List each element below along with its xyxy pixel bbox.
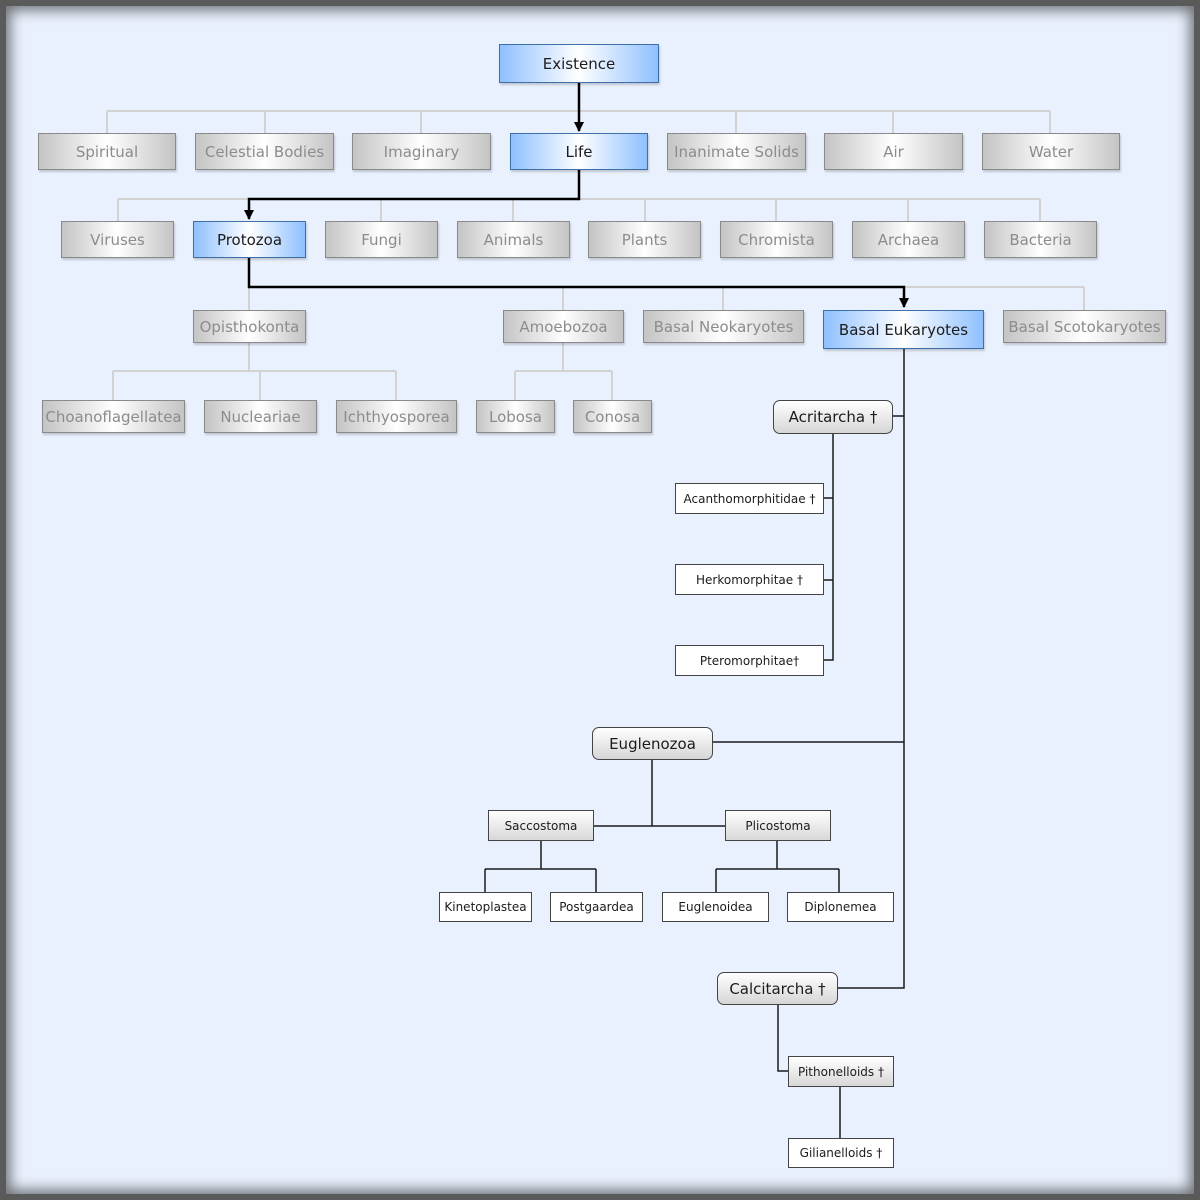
node-conosa[interactable]: Conosa — [573, 400, 652, 433]
node-saccostoma[interactable]: Saccostoma — [488, 810, 594, 841]
connector-calcitarcha-tree — [777, 1005, 841, 1138]
connector-protozoa-row — [248, 286, 1085, 310]
node-nucleariae[interactable]: Nucleariae — [204, 400, 317, 433]
node-pteromorphitae[interactable]: Pteromorphitae† — [675, 645, 824, 676]
node-existence[interactable]: Existence — [499, 44, 659, 83]
node-diplonemea[interactable]: Diplonemea — [787, 892, 894, 922]
arrow-protozoa-basal-eukaryotes — [247, 258, 909, 308]
node-imaginary[interactable]: Imaginary — [352, 133, 491, 170]
connector-amoebozoa-row — [514, 343, 613, 400]
connector-basal-eukaryotes-trunk — [712, 348, 905, 989]
connector-acritarcha-tree — [823, 433, 834, 661]
node-plants[interactable]: Plants — [588, 221, 701, 258]
node-gilianelloids[interactable]: Gilianelloids † — [788, 1138, 894, 1168]
node-basal-scotokaryotes[interactable]: Basal Scotokaryotes — [1003, 310, 1166, 343]
node-chromista[interactable]: Chromista — [720, 221, 833, 258]
node-lobosa[interactable]: Lobosa — [476, 400, 555, 433]
node-water[interactable]: Water — [982, 133, 1120, 170]
connector-plicostoma-tree — [715, 841, 840, 892]
node-postgaardea[interactable]: Postgaardea — [550, 892, 643, 922]
connector-opisthokonta-row — [112, 343, 397, 400]
node-celestial-bodies[interactable]: Celestial Bodies — [195, 133, 334, 170]
node-basal-neokaryotes[interactable]: Basal Neokaryotes — [643, 310, 804, 343]
node-amoebozoa[interactable]: Amoebozoa — [503, 310, 624, 343]
node-viruses[interactable]: Viruses — [61, 221, 174, 258]
node-life[interactable]: Life — [510, 133, 648, 170]
node-kinetoplastea[interactable]: Kinetoplastea — [439, 892, 532, 922]
arrow-life-protozoa — [244, 170, 581, 220]
node-bacteria[interactable]: Bacteria — [984, 221, 1097, 258]
node-basal-eukaryotes[interactable]: Basal Eukaryotes — [823, 310, 984, 349]
diagram-canvas — [6, 6, 1194, 1194]
node-euglenoidea[interactable]: Euglenoidea — [662, 892, 769, 922]
connector-life-row — [117, 198, 1041, 222]
node-fungi[interactable]: Fungi — [325, 221, 438, 258]
node-choanoflagellatea[interactable]: Choanoflagellatea — [42, 400, 185, 433]
node-air[interactable]: Air — [824, 133, 963, 170]
node-herkomorphitae[interactable]: Herkomorphitae † — [675, 564, 824, 595]
node-calcitarcha[interactable]: Calcitarcha † — [717, 972, 838, 1005]
node-pithonelloids[interactable]: Pithonelloids † — [788, 1056, 894, 1087]
node-archaea[interactable]: Archaea — [852, 221, 965, 258]
node-acritarcha[interactable]: Acritarcha † — [773, 400, 893, 434]
node-spiritual[interactable]: Spiritual — [38, 133, 176, 170]
node-plicostoma[interactable]: Plicostoma — [725, 810, 831, 841]
node-protozoa[interactable]: Protozoa — [193, 221, 306, 258]
node-opisthokonta[interactable]: Opisthokonta — [193, 310, 306, 343]
node-inanimate-solids[interactable]: Inanimate Solids — [667, 133, 806, 170]
node-animals[interactable]: Animals — [457, 221, 570, 258]
node-ichthyosporea[interactable]: Ichthyosporea — [336, 400, 457, 433]
node-euglenozoa[interactable]: Euglenozoa — [592, 727, 713, 760]
connector-saccostoma-tree — [484, 841, 597, 892]
connector-euglenozoa-tree — [594, 760, 725, 827]
node-acanthomorphitidae[interactable]: Acanthomorphitidae † — [675, 483, 824, 514]
